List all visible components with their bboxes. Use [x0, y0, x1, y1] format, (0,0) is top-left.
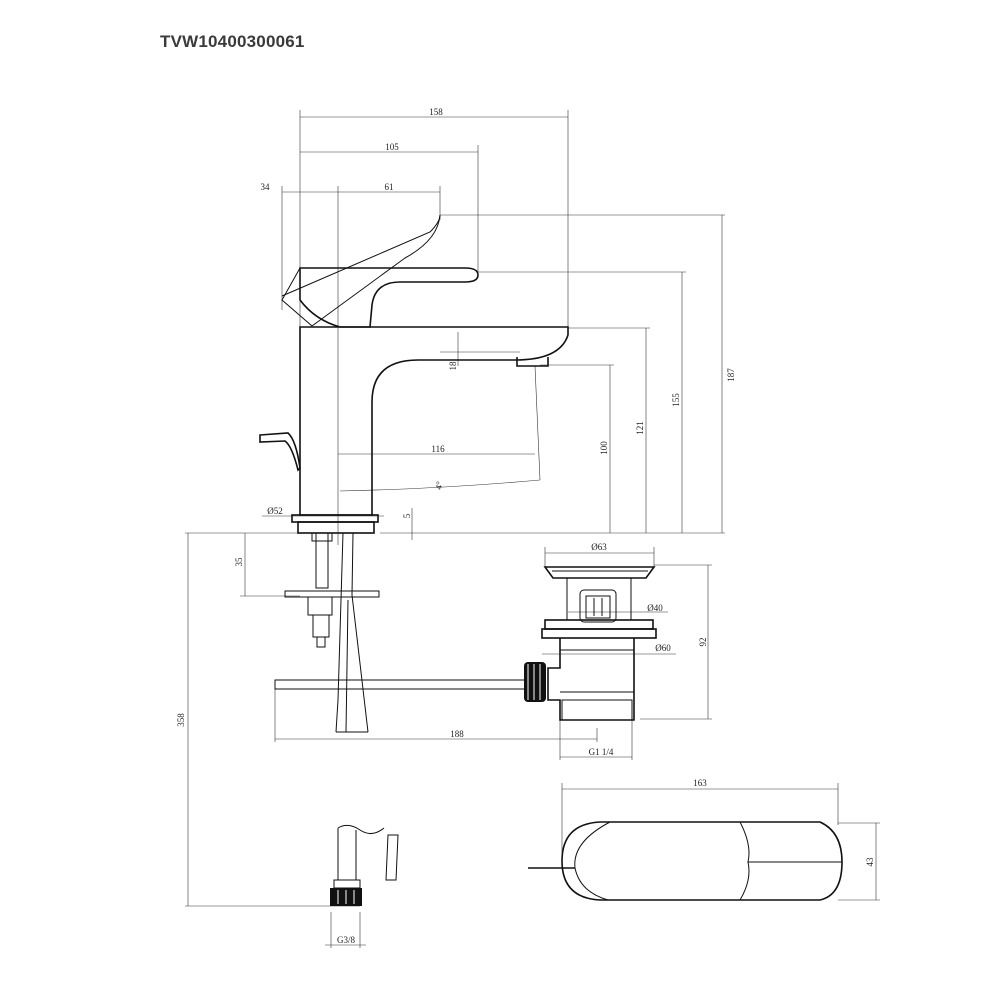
- dimension-lines: [185, 110, 880, 948]
- dim-43: 43: [865, 857, 875, 867]
- dim-diameter-63: Ø63: [591, 542, 607, 552]
- dim-diameter-40: Ø40: [647, 603, 663, 613]
- drain-valve: [524, 566, 657, 721]
- dim-163: 163: [693, 778, 707, 788]
- hose-connector-detail: [330, 824, 399, 906]
- dim-100: 100: [599, 441, 609, 455]
- dim-121: 121: [635, 421, 645, 435]
- dim-angle: 4°: [433, 480, 444, 490]
- dim-18: 18: [448, 361, 458, 371]
- dim-61: 61: [385, 182, 394, 192]
- dim-188: 188: [450, 729, 464, 739]
- dim-diameter-52: Ø52: [267, 506, 283, 516]
- product-code-title: TVW10400300061: [160, 32, 305, 51]
- dim-5: 5: [402, 513, 412, 518]
- faucet-top-view: [528, 821, 843, 901]
- thread-g3-8: G3/8: [337, 935, 356, 945]
- dim-158: 158: [429, 107, 443, 117]
- dim-35: 35: [234, 557, 244, 567]
- dim-155: 155: [671, 393, 681, 407]
- dim-116: 116: [431, 444, 445, 454]
- dim-105: 105: [385, 142, 399, 152]
- thread-g1-1-4: G1 1/4: [589, 747, 614, 757]
- dim-diameter-60: Ø60: [655, 643, 671, 653]
- faucet-side-view: [259, 214, 569, 733]
- dim-187: 187: [726, 368, 736, 382]
- dim-92: 92: [698, 638, 708, 647]
- dim-358: 358: [176, 713, 186, 727]
- dimension-labels: 158 105 34 61 187 155 121 100 18 116 4° …: [176, 107, 875, 945]
- dim-34: 34: [261, 182, 271, 192]
